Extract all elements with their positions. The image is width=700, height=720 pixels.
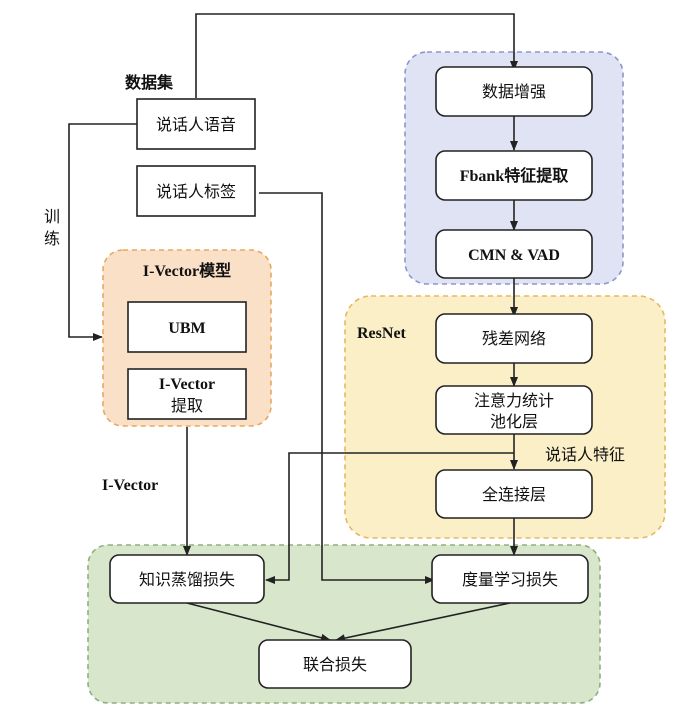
node-pooling-line2: 池化层 xyxy=(490,412,538,431)
node-augment-box xyxy=(435,66,593,117)
node-pooling-line1: 注意力统计 xyxy=(474,391,554,410)
node-pooling-box xyxy=(435,385,593,435)
node-ubm-box xyxy=(127,301,247,353)
train-label-1: 训 xyxy=(44,207,60,226)
ivector-edge-label: I-Vector xyxy=(102,477,158,494)
train-label-2: 练 xyxy=(44,229,60,248)
node-speech-box xyxy=(136,98,256,150)
speaker-feature-label: 说话人特征 xyxy=(545,445,625,464)
node-cmn-vad: CMN & VAD xyxy=(468,247,560,264)
node-cmn-box xyxy=(435,229,593,279)
node-residual-box xyxy=(435,313,593,364)
edge-label-to-metric xyxy=(259,192,435,584)
edge-speech-to-ivector xyxy=(68,123,137,341)
edge-speech-to-augment xyxy=(195,13,518,98)
dataset-label: 数据集 xyxy=(125,73,174,92)
ivector-group-label: I-Vector模型 xyxy=(143,261,231,280)
node-residual: 残差网络 xyxy=(482,329,546,348)
node-speech: 说话人语音 xyxy=(156,115,236,134)
node-ubm: UBM xyxy=(168,320,205,337)
node-fbank: Fbank特征提取 xyxy=(460,166,568,185)
edge-metric-to-joint xyxy=(335,602,511,643)
node-augment: 数据增强 xyxy=(482,82,546,101)
node-ivector-extract-box xyxy=(127,368,247,420)
node-metric-loss: 度量学习损失 xyxy=(462,570,558,589)
node-fc: 全连接层 xyxy=(482,485,546,504)
edge-kd-to-joint xyxy=(186,602,331,642)
resnet-group-label: ResNet xyxy=(357,325,407,342)
node-fc-box xyxy=(435,469,593,519)
node-speaker-label: 说话人标签 xyxy=(156,182,236,201)
node-kd-box xyxy=(109,554,265,604)
node-joint-loss: 联合损失 xyxy=(303,655,367,674)
node-kd-loss: 知识蒸馏损失 xyxy=(139,570,235,589)
node-ivector-extract-line1: I-Vector xyxy=(159,376,215,393)
edge-feature-to-kd xyxy=(265,452,514,584)
node-metric-box xyxy=(431,554,589,604)
node-joint-box xyxy=(258,639,412,689)
node-fbank-box xyxy=(435,150,593,201)
node-speaker-label-box xyxy=(136,165,256,217)
node-ivector-extract-line2: 提取 xyxy=(171,396,203,415)
